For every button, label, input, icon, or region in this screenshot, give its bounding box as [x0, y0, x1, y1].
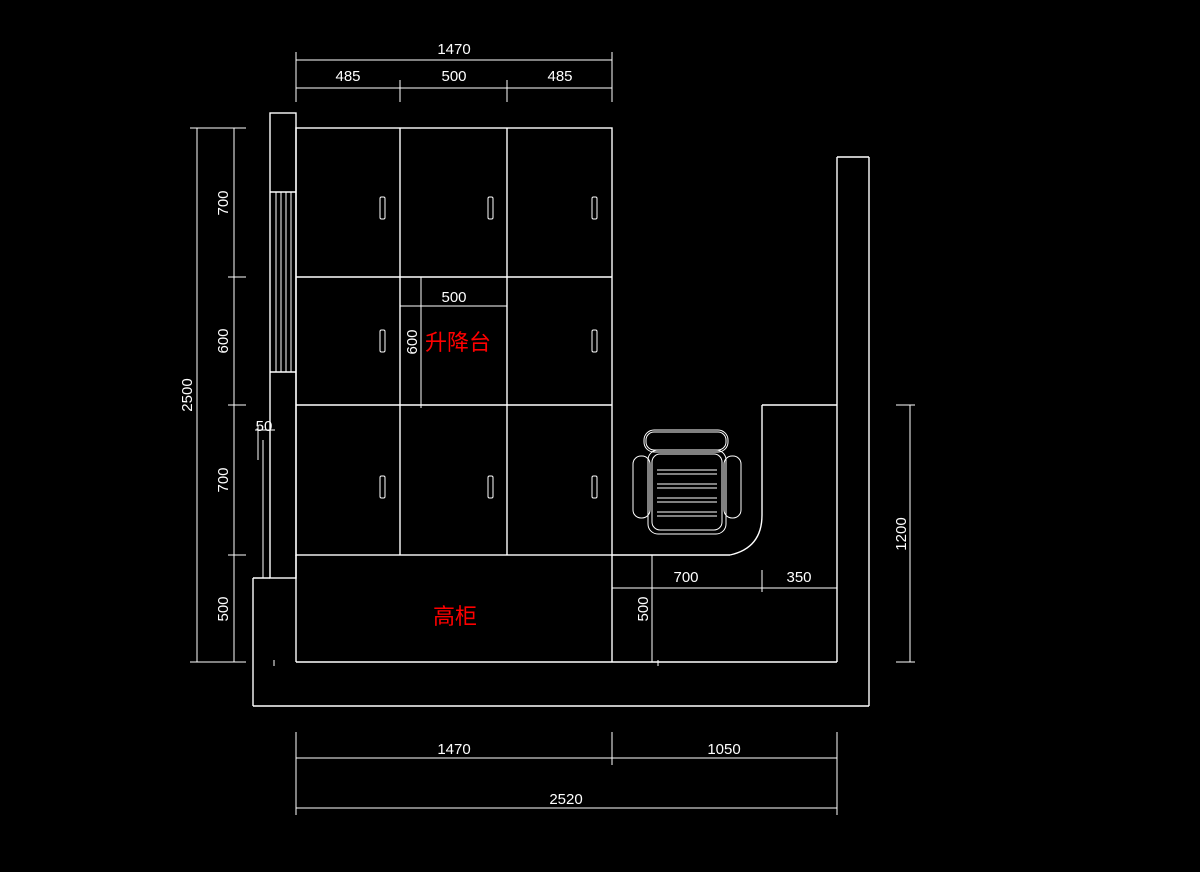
cabinet-handle [591, 475, 598, 499]
left-window-column [262, 112, 297, 579]
outer-wall [252, 156, 870, 707]
dim-top-mid: 500 [441, 68, 466, 85]
left-dimension-group: 2500 700 600 700 500 50 [179, 127, 275, 663]
cabinet-handle [379, 475, 386, 499]
dim-right-1200: 1200 [893, 517, 910, 550]
dim-bottom-left: 1470 [437, 741, 470, 758]
lift-platform-dimensions: 500 600 升降台 [399, 277, 508, 408]
desk: 700 350 500 [612, 404, 838, 662]
dim-left-row1: 700 [215, 190, 232, 215]
tall-cabinet-label: 高柜 [433, 605, 477, 630]
dim-left-row4: 500 [215, 596, 232, 621]
cabinet-handle [591, 329, 598, 353]
dim-left-row2: 600 [215, 328, 232, 353]
dim-desk-700: 700 [673, 569, 698, 586]
top-dimension-group: 1470 485 500 485 [295, 41, 613, 102]
dim-bottom-total: 2520 [549, 791, 582, 808]
dim-bottom-right: 1050 [707, 741, 740, 758]
cabinet-handle [487, 196, 494, 220]
dim-inner-height: 600 [404, 329, 421, 354]
dim-left-row3: 700 [215, 467, 232, 492]
dim-desk-500: 500 [635, 596, 652, 621]
cabinet-handle [487, 475, 494, 499]
dim-left-gap: 50 [256, 418, 273, 435]
dim-inner-width: 500 [441, 289, 466, 306]
dim-desk-350: 350 [786, 569, 811, 586]
cabinet-handle [379, 329, 386, 353]
lift-platform-label: 升降台 [425, 331, 491, 356]
dim-top-left: 485 [335, 68, 360, 85]
cabinet-handle [379, 196, 386, 220]
dim-left-total: 2500 [179, 378, 196, 411]
dim-top-right: 485 [547, 68, 572, 85]
right-dimension-group: 1200 [893, 404, 915, 663]
dim-top-total: 1470 [437, 41, 470, 58]
tall-cabinet: 高柜 [295, 555, 613, 662]
cabinet-handle [591, 196, 598, 220]
bottom-dimension-group: 1470 1050 2520 [295, 732, 838, 815]
office-chair-icon [632, 429, 742, 535]
cabinet-grid [295, 127, 613, 556]
